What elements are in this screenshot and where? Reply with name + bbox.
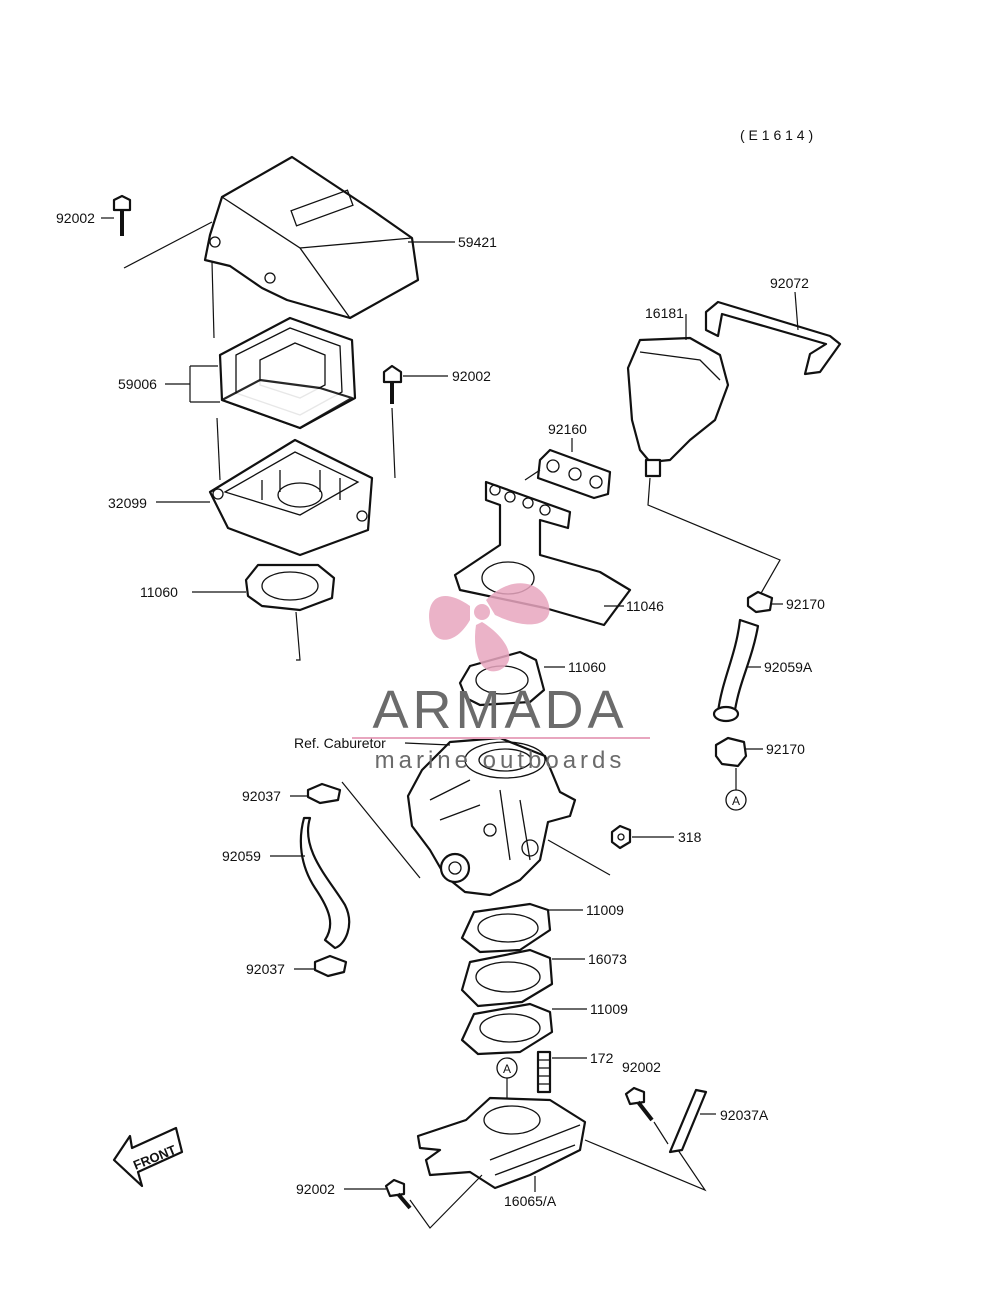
gasket-11060-left bbox=[244, 563, 336, 612]
label-11046: 11046 bbox=[626, 598, 664, 614]
mounting-bracket-11046 bbox=[453, 480, 632, 627]
marker-a-bottom: A bbox=[496, 1057, 518, 1079]
label-92002-bottom: 92002 bbox=[296, 1181, 335, 1197]
tank-16181 bbox=[626, 336, 730, 478]
carburetor bbox=[406, 736, 577, 897]
label-ref-carburetor: Ref. Caburetor bbox=[294, 735, 386, 751]
label-11060-left: 11060 bbox=[140, 584, 178, 600]
clamp-92170-bottom bbox=[714, 736, 748, 768]
marker-a-top: A bbox=[725, 789, 747, 811]
label-11009-top: 11009 bbox=[586, 902, 624, 918]
label-92160: 92160 bbox=[548, 421, 587, 437]
label-59421: 59421 bbox=[458, 234, 497, 250]
gasket-11009-bottom bbox=[460, 1002, 554, 1056]
bolt-92002-top bbox=[112, 194, 132, 236]
label-92037-bottom: 92037 bbox=[246, 961, 285, 977]
plate-92160 bbox=[536, 448, 612, 500]
nut-318 bbox=[610, 824, 632, 850]
spacer-16073 bbox=[460, 948, 554, 1008]
diagram-code: ( E 1 6 1 4 ) bbox=[740, 127, 813, 143]
stud-172 bbox=[536, 1050, 552, 1094]
hose-92059 bbox=[299, 816, 351, 950]
label-92037-top: 92037 bbox=[242, 788, 281, 804]
front-arrow: FRONT bbox=[112, 1126, 184, 1188]
watermark-brand: ARMADA bbox=[372, 680, 627, 740]
label-16073: 16073 bbox=[588, 951, 627, 967]
label-318: 318 bbox=[678, 829, 702, 845]
bolt-92002-right bbox=[624, 1086, 654, 1122]
gasket-11009-top bbox=[460, 902, 552, 954]
bolt-92002-bottom bbox=[384, 1178, 412, 1210]
label-32099: 32099 bbox=[108, 495, 147, 511]
label-92170-bottom: 92170 bbox=[766, 741, 805, 757]
label-92002-mid: 92002 bbox=[452, 368, 491, 384]
watermark-tagline: marine outboards bbox=[375, 747, 626, 774]
air-cleaner-cover bbox=[203, 155, 420, 320]
label-92002-right: 92002 bbox=[622, 1059, 661, 1075]
marker-a-top-label: A bbox=[732, 794, 740, 808]
clip-92037-top bbox=[306, 782, 342, 805]
air-cleaner-base bbox=[208, 438, 374, 557]
strap-92072 bbox=[704, 300, 842, 376]
clip-92037-bottom bbox=[313, 954, 348, 978]
label-16065A: 16065/A bbox=[504, 1193, 557, 1209]
label-92002-top: 92002 bbox=[56, 210, 95, 226]
marker-a-bottom-label: A bbox=[503, 1062, 511, 1076]
callouts: 92002 59421 92072 16181 59006 92002 9216… bbox=[56, 210, 825, 1209]
label-92072: 92072 bbox=[770, 275, 809, 291]
clamp-92170-top bbox=[746, 590, 774, 614]
reed-valve-16065A bbox=[416, 1096, 587, 1190]
watermark-logo bbox=[429, 583, 550, 672]
air-cleaner-gasket bbox=[218, 316, 357, 430]
label-92059A: 92059A bbox=[764, 659, 813, 675]
label-11009-bottom: 11009 bbox=[590, 1001, 628, 1017]
label-92059: 92059 bbox=[222, 848, 261, 864]
label-16181: 16181 bbox=[645, 305, 684, 321]
label-92037A: 92037A bbox=[720, 1107, 769, 1123]
label-92170-top: 92170 bbox=[786, 596, 825, 612]
hose-92059A bbox=[712, 618, 760, 723]
watermark: ARMADA marine outboards bbox=[352, 583, 650, 774]
label-172: 172 bbox=[590, 1050, 614, 1066]
label-11060-mid: 11060 bbox=[568, 659, 606, 675]
bolt-92002-mid bbox=[382, 364, 403, 404]
label-59006: 59006 bbox=[118, 376, 157, 392]
tie-92037A bbox=[668, 1088, 708, 1154]
